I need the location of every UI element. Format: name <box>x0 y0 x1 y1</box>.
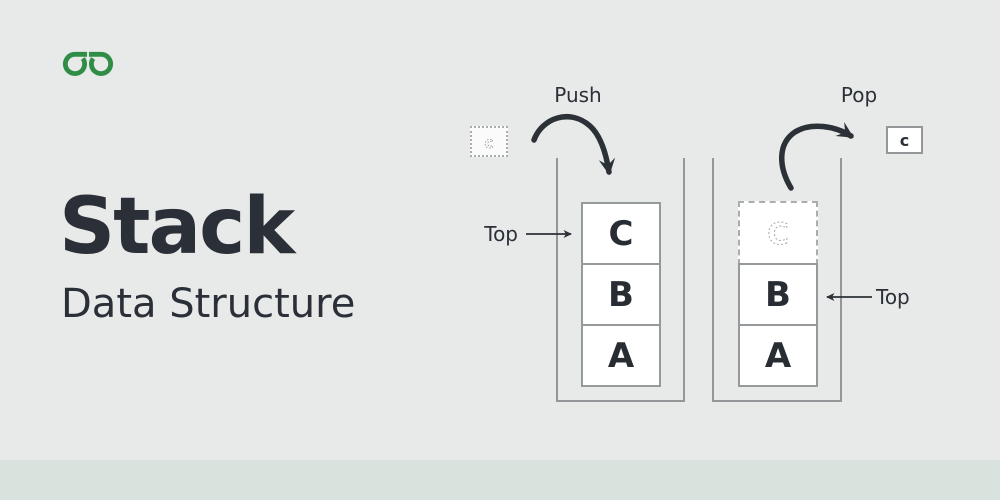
stack-item: A <box>581 324 661 387</box>
stack-item: B <box>738 263 818 326</box>
pop-ghost-letter: C <box>767 217 789 252</box>
pop-stack: C B A <box>738 201 818 387</box>
geeksforgeeks-logo-icon <box>62 51 114 76</box>
push-arrow-icon <box>531 113 616 176</box>
page-title: Stack <box>59 182 295 272</box>
pop-result-box: c <box>886 126 923 154</box>
push-top-label: Top <box>484 222 518 246</box>
push-operation-label: Push <box>554 83 602 107</box>
svg-text:C: C <box>767 217 788 251</box>
push-incoming-item-box: c <box>470 126 508 157</box>
pop-stack-container <box>712 158 842 402</box>
stack-item: B <box>581 263 661 326</box>
push-stack: C B A <box>581 202 661 387</box>
pop-result-letter: c <box>899 130 910 150</box>
stack-item: C <box>581 202 661 265</box>
push-incoming-item-letter: c <box>484 133 494 152</box>
pop-top-label: Top <box>876 285 910 309</box>
push-top-arrow-icon <box>526 230 572 238</box>
push-stack-container <box>556 158 685 402</box>
pop-arrow-icon <box>779 122 854 191</box>
page-subtitle: Data Structure <box>61 281 356 327</box>
pop-operation-label: Pop <box>840 83 878 107</box>
pop-top-arrow-icon <box>826 293 872 301</box>
svg-text:c: c <box>485 134 494 152</box>
stack-item: A <box>738 324 818 387</box>
stack-item-ghost: C <box>738 201 818 265</box>
footer-strip <box>0 460 1000 500</box>
